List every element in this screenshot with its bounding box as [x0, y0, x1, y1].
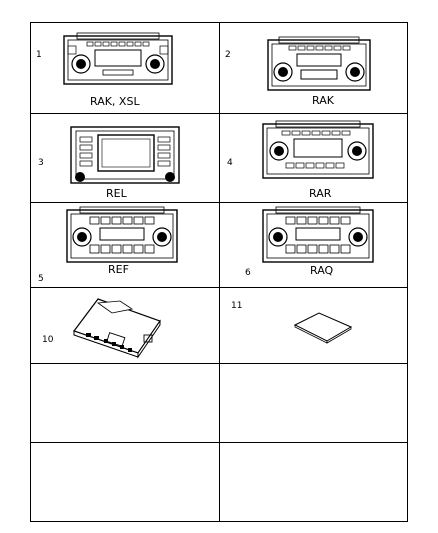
radio-rak-icon	[267, 36, 371, 91]
divider-row-4	[30, 363, 408, 364]
radio-code-label: RAK, XSL	[90, 95, 140, 108]
radio-rel-nav-icon	[70, 126, 180, 184]
callout-number: 6	[245, 268, 251, 278]
callout-number: 2	[225, 50, 231, 60]
cell-empty	[219, 363, 408, 442]
radio-rak-xsl-icon	[63, 32, 173, 85]
divider-row-2	[30, 202, 408, 203]
control-module-icon	[73, 298, 161, 359]
pad-insert-icon	[293, 312, 353, 344]
radio-ref-icon	[66, 206, 178, 263]
radio-code-label: RAK	[312, 94, 334, 107]
callout-number: 11	[231, 301, 243, 311]
border-right	[407, 22, 408, 522]
cell-empty	[30, 442, 219, 522]
divider-row-1	[30, 113, 408, 114]
callout-number: 1	[36, 50, 42, 60]
radio-code-label: RAR	[309, 187, 332, 200]
divider-vertical	[219, 22, 220, 522]
callout-number: 4	[227, 158, 233, 168]
cell-1: 1 RAK, XSL	[30, 22, 219, 113]
radio-code-label: RAQ	[310, 264, 334, 277]
callout-number: 5	[38, 274, 44, 284]
cell-empty	[30, 363, 219, 442]
radio-raq-icon	[262, 206, 374, 263]
cell-5: REF 5	[30, 202, 219, 287]
cell-6: 6 RAQ	[219, 202, 408, 287]
cell-11: 11	[219, 287, 408, 363]
callout-number: 3	[38, 158, 44, 168]
border-left	[30, 22, 31, 522]
radio-code-label: REF	[108, 263, 129, 276]
parts-diagram-grid: 1 RAK, XSL 2	[30, 22, 408, 522]
divider-row-5	[30, 442, 408, 443]
cell-3: 3 REL	[30, 113, 219, 202]
radio-rar-icon	[262, 120, 374, 179]
cell-4: 4 RAR	[219, 113, 408, 202]
cell-2: 2 RAK	[219, 22, 408, 113]
cell-10: 10	[30, 287, 219, 363]
callout-number: 10	[42, 335, 54, 345]
cell-empty	[219, 442, 408, 522]
divider-row-3	[30, 287, 408, 288]
radio-code-label: REL	[106, 187, 127, 200]
